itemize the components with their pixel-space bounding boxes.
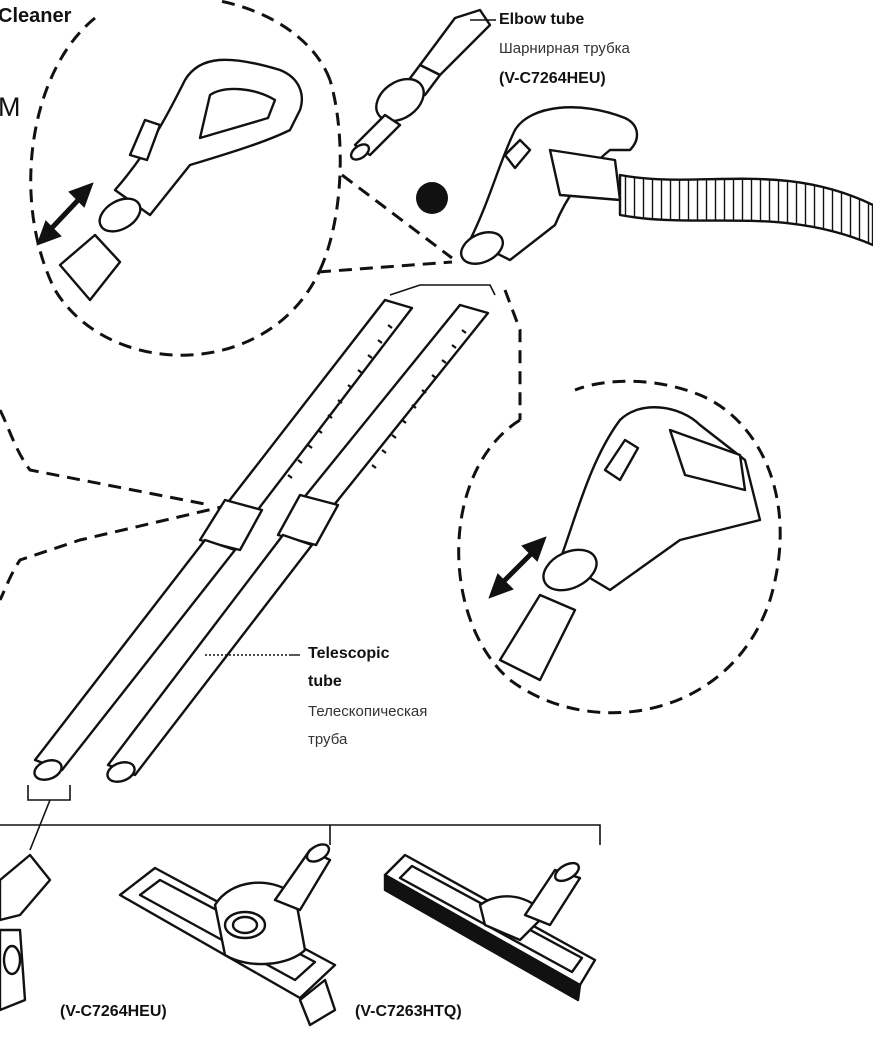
slide-arrow-left bbox=[36, 182, 94, 246]
nozzle-partial-illustration bbox=[0, 853, 52, 1012]
telescopic-tube-label-ru-2: труба bbox=[308, 731, 348, 748]
elbow-tube-model: (V-C7264HEU) bbox=[499, 70, 606, 87]
slide-arrow-right bbox=[488, 536, 547, 599]
step-dot bbox=[416, 182, 448, 214]
nozzle-model-2: (V-C7263HTQ) bbox=[355, 1003, 462, 1020]
handle-detail-illustration bbox=[58, 58, 303, 302]
elbow-tube-label-ru: Шарнирная трубка bbox=[499, 40, 630, 57]
tube-perforations bbox=[287, 324, 467, 479]
nozzle-bracket bbox=[0, 785, 601, 851]
telescopic-tube-label-en-2: tube bbox=[308, 673, 342, 690]
elbow-tube-label-en: Elbow tube bbox=[499, 11, 585, 28]
handle-detail-callout bbox=[29, 0, 453, 357]
title-fragment-2: M bbox=[0, 92, 21, 122]
nozzle-model-1: (V-C7264HEU) bbox=[60, 1003, 167, 1020]
connector-detail-illustration bbox=[498, 406, 762, 682]
hose-handle-illustration bbox=[460, 106, 873, 265]
nozzle-parquet-illustration bbox=[383, 853, 597, 1002]
nozzle-turbo-illustration bbox=[118, 843, 337, 1027]
telescopic-tube-label-ru-1: Телескопическая bbox=[308, 703, 428, 720]
tube-lock-callout bbox=[0, 409, 231, 601]
connector-detail-callout bbox=[457, 289, 782, 715]
elbow-tube-illustration bbox=[349, 8, 492, 161]
title-fragment: Cleaner bbox=[0, 5, 72, 27]
telescopic-tube-label-en-1: Telescopic bbox=[308, 645, 390, 662]
tube-top-bracket bbox=[389, 284, 496, 296]
